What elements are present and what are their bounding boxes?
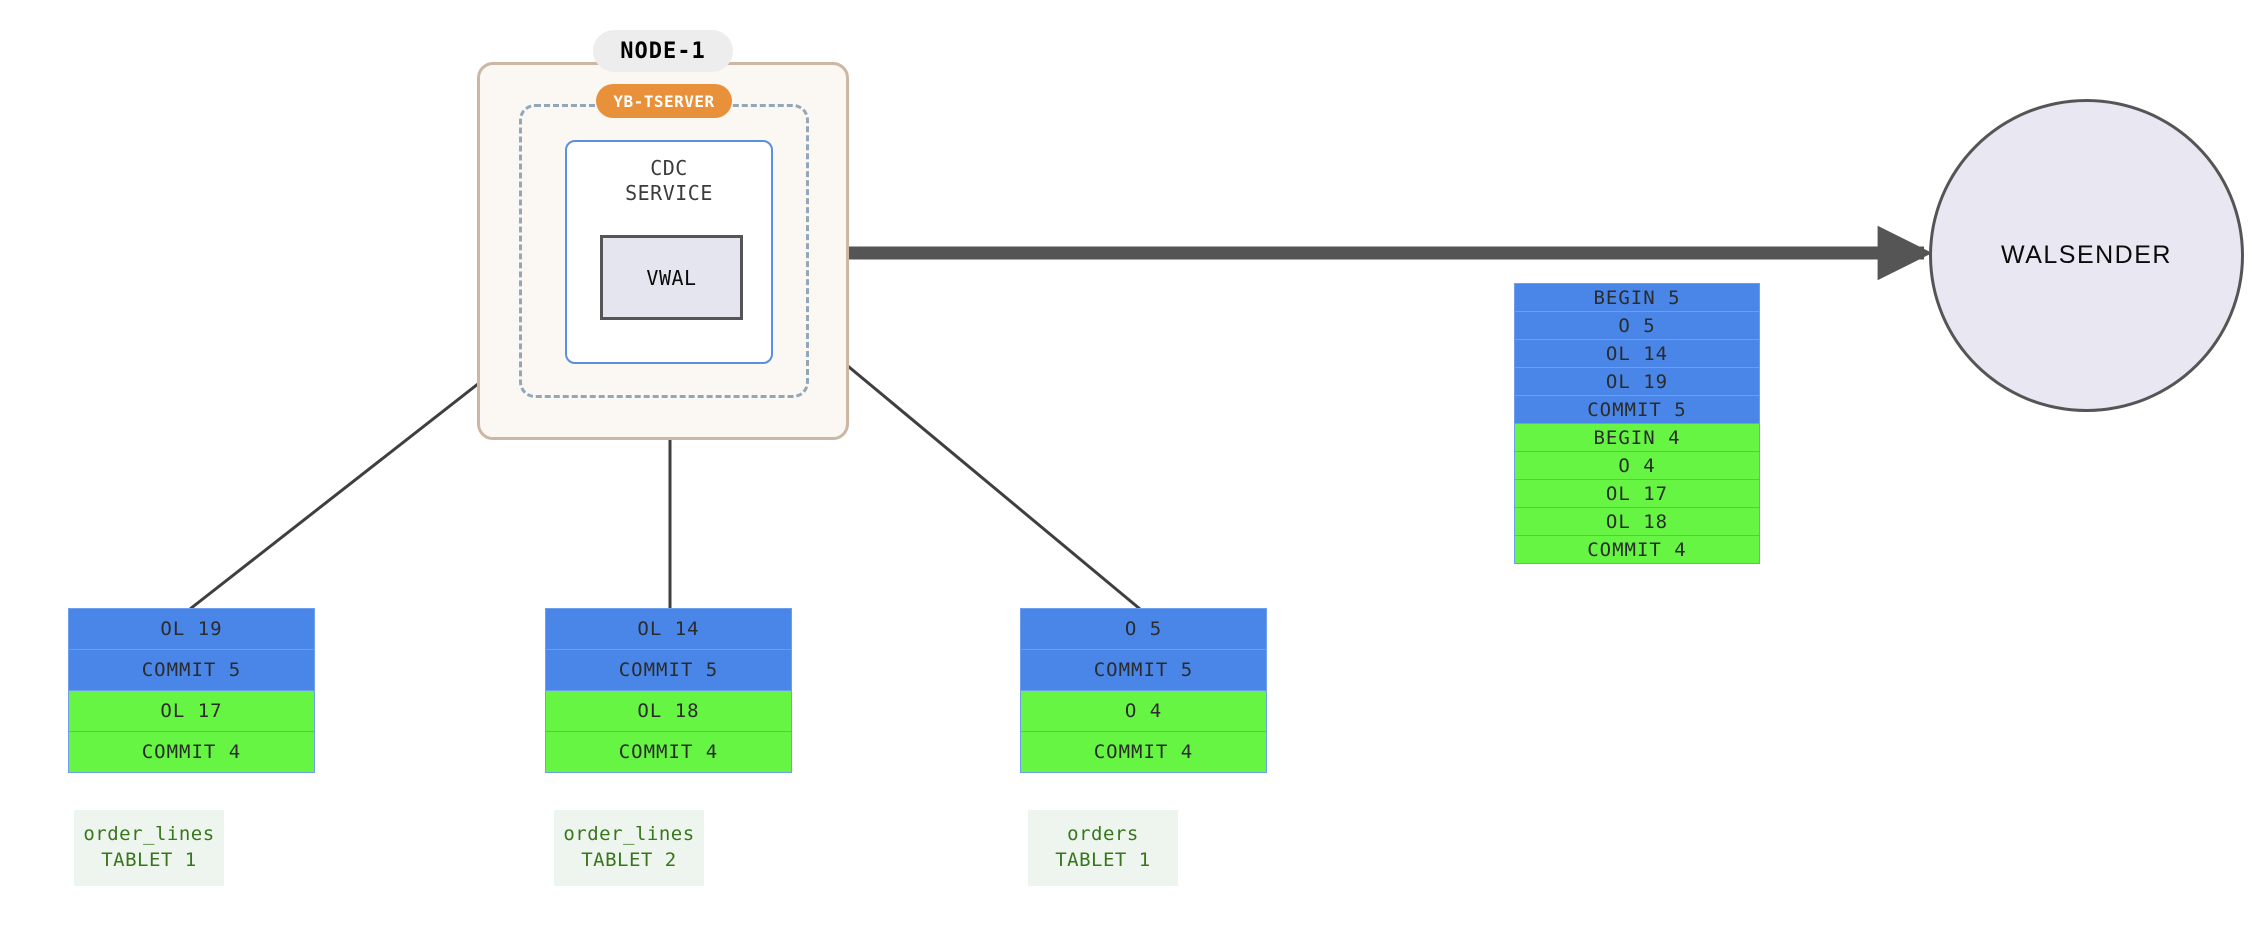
walsender-record: OL 14 bbox=[1514, 339, 1760, 368]
tablet-3-table-name: orders bbox=[1067, 823, 1139, 846]
tablet-1-tablet-id: TABLET 1 bbox=[101, 849, 197, 871]
vwal-box: VWAL bbox=[600, 235, 743, 320]
tablet-2-record: COMMIT 5 bbox=[545, 649, 792, 691]
tablet-3-record: O 4 bbox=[1020, 690, 1267, 732]
tablet-1-label: order_lines TABLET 1 bbox=[74, 810, 224, 886]
tablet-1-record: OL 17 bbox=[68, 690, 315, 732]
cdc-service-title-line1: CDC bbox=[650, 156, 688, 180]
tablet-1-record: COMMIT 4 bbox=[68, 731, 315, 773]
tablet-3-tablet-id: TABLET 1 bbox=[1055, 849, 1151, 871]
tablet-3-record: COMMIT 4 bbox=[1020, 731, 1267, 773]
walsender-record: COMMIT 5 bbox=[1514, 395, 1760, 424]
tablet-1-record: OL 19 bbox=[68, 608, 315, 650]
walsender-node: WALSENDER bbox=[1929, 99, 2244, 412]
yb-tserver-label: YB-TSERVER bbox=[596, 84, 732, 118]
tablet-1-table-name: order_lines bbox=[83, 823, 215, 846]
node-1-label: NODE-1 bbox=[593, 30, 733, 72]
walsender-record: OL 19 bbox=[1514, 367, 1760, 396]
tablet-2-record: COMMIT 4 bbox=[545, 731, 792, 773]
tablet-2-table-name: order_lines bbox=[563, 823, 695, 846]
walsender-record: COMMIT 4 bbox=[1514, 535, 1760, 564]
walsender-record: OL 17 bbox=[1514, 479, 1760, 508]
tablet-3-label: orders TABLET 1 bbox=[1028, 810, 1178, 886]
cdc-service-title: CDC SERVICE bbox=[567, 156, 771, 206]
cdc-service-title-line2: SERVICE bbox=[625, 181, 713, 205]
tablet-3-record: O 5 bbox=[1020, 608, 1267, 650]
tablet-2-tablet-id: TABLET 2 bbox=[581, 849, 677, 871]
tablet-1-record: COMMIT 5 bbox=[68, 649, 315, 691]
walsender-record: O 5 bbox=[1514, 311, 1760, 340]
walsender-record: O 4 bbox=[1514, 451, 1760, 480]
walsender-record: BEGIN 5 bbox=[1514, 283, 1760, 312]
walsender-record: BEGIN 4 bbox=[1514, 423, 1760, 452]
tablet-3-record: COMMIT 5 bbox=[1020, 649, 1267, 691]
tablet-2-label: order_lines TABLET 2 bbox=[554, 810, 704, 886]
walsender-record: OL 18 bbox=[1514, 507, 1760, 536]
tablet-2-record: OL 14 bbox=[545, 608, 792, 650]
tablet-2-record: OL 18 bbox=[545, 690, 792, 732]
